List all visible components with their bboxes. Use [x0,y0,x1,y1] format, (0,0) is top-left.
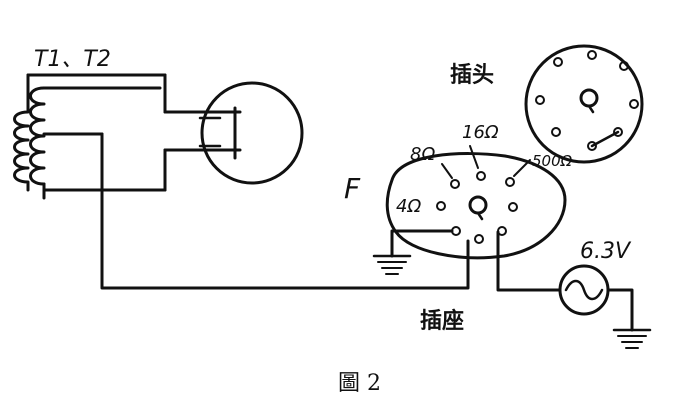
plug-outline [524,44,644,164]
plug-pin-6 [551,127,561,137]
plug-pin-5 [629,99,639,109]
socket-wiring [100,132,562,292]
socket-center-key [468,195,488,215]
socket-letter-label: F [344,172,361,205]
plug-pin-4 [535,95,545,105]
socket-pin-500ohm [505,177,515,187]
plug-pin-1 [553,57,563,67]
plug-pin-2 [587,50,597,60]
socket-pin-4ohm [436,201,446,211]
socket-heater-wire [496,230,562,292]
transformer-label: T1、T2 [34,47,111,72]
arrow-16ohm [469,145,479,169]
ground-symbol-right [612,328,652,349]
figure-caption: 圖 2 [338,371,381,396]
coil-inner-winding [29,86,46,186]
socket-label: 插座 [420,308,464,334]
lamp-filament [564,279,604,301]
plug-label: 插头 [450,63,494,88]
socket-pin-16ohm [476,171,486,181]
tube-envelope [200,81,304,185]
transformer-coil [13,73,167,200]
arrow-500ohm [513,159,531,177]
socket-pin-8ohm [450,179,460,189]
socket-ground-wire [390,229,454,258]
heater-voltage-label: 6.3V [580,239,632,264]
arrow-8ohm [441,163,453,179]
socket-key-tab [476,211,484,221]
plug-pin-3 [619,61,629,71]
lamp-ground-wire [606,288,634,332]
tube-symbol [42,73,304,192]
tap-500ohm-label: 500Ω [532,152,573,170]
plug-key-tab [587,104,595,114]
plug-jumper [590,130,620,148]
socket-pin-right [508,202,518,212]
plug-symbol [524,44,644,164]
plug-pin-7 [613,127,623,137]
ground-symbol-left [372,254,412,275]
heater-lamp [558,264,634,332]
tap-8ohm-label: 8Ω [410,144,435,165]
plug-pin-8 [587,141,597,151]
tap-4ohm-label: 4Ω [396,196,421,217]
plug-center-key [579,88,599,108]
coil-to-socket-wire [100,132,470,290]
coil-outer-winding [13,73,30,192]
tap-16ohm-label: 16Ω [462,122,499,143]
socket-pin-common [474,234,484,244]
